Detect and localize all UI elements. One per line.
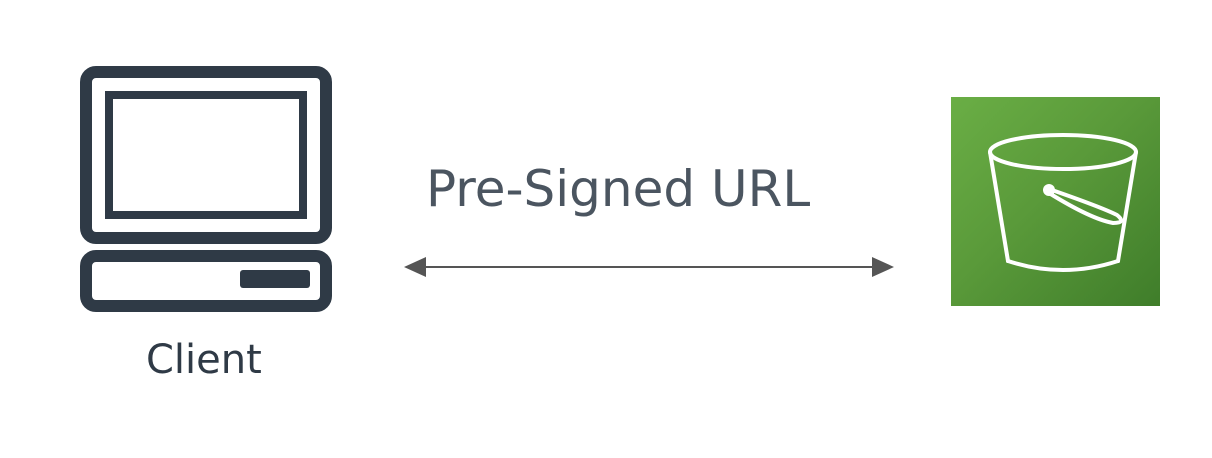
arrow-head-right: [872, 257, 894, 277]
client-label: Client: [146, 337, 262, 383]
bucket-side-right: [1116, 150, 1138, 263]
bucket-side-left: [988, 150, 1010, 263]
drive-slot: [240, 270, 310, 288]
bucket-handle-knob: [1043, 184, 1055, 196]
base-unit: [80, 250, 332, 312]
bucket-rim: [988, 133, 1138, 171]
desktop-computer-icon: [80, 66, 332, 312]
s3-bucket-icon: [988, 133, 1138, 272]
arrow-head-left: [404, 257, 426, 277]
bidirectional-arrow: [404, 257, 894, 277]
s3-bucket-tile: [951, 97, 1160, 306]
monitor-frame: [80, 66, 332, 244]
monitor-screen: [105, 91, 307, 219]
connection-label: Pre-Signed URL: [426, 160, 811, 218]
bucket-handle: [1047, 187, 1124, 225]
bucket-bottom: [1006, 259, 1120, 272]
